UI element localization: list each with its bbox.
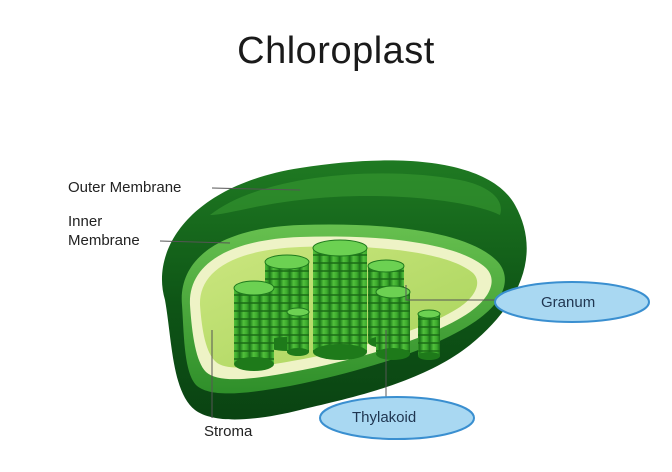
granum-label: Granum: [541, 294, 596, 311]
granum-callout: [494, 281, 650, 323]
granum-stack: [233, 280, 275, 371]
granum-stack: [286, 307, 310, 356]
thylakoid-callout: [319, 396, 475, 440]
outer-membrane-label: Outer Membrane: [68, 179, 182, 196]
thylakoid-label: Thylakoid: [352, 409, 417, 426]
inner-membrane-leader: [159, 240, 231, 244]
inner-membrane-label-line2: Membrane: [68, 232, 140, 249]
outer-membrane-highlight: [210, 173, 501, 215]
granum-stack: [312, 239, 368, 360]
stroma-label: Stroma: [204, 423, 253, 440]
diagram-title: Chloroplast: [237, 30, 435, 72]
inner-membrane-label-line1: Inner: [68, 213, 103, 230]
granum-stacks: [233, 239, 441, 371]
outer-membrane-leader: [211, 187, 301, 191]
granum-stack: [375, 285, 411, 360]
granum-stack: [417, 309, 441, 360]
